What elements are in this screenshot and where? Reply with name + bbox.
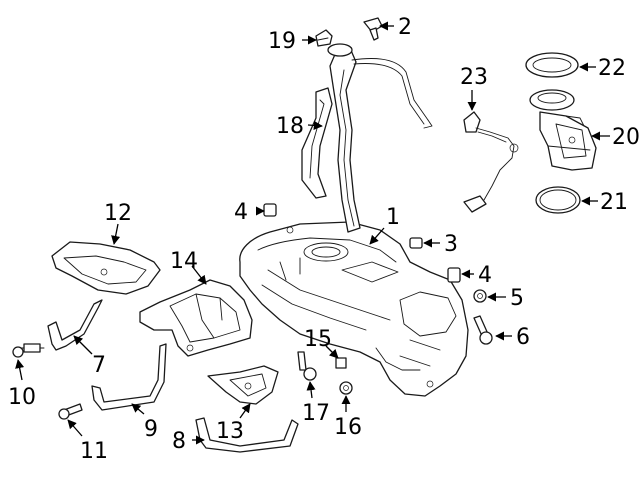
nut-part-5 [473,289,487,303]
fuel-pump-part [529,89,597,171]
callout-11: 11 [80,439,108,464]
callout-20: 20 [612,125,640,150]
callout-10: 10 [8,385,36,410]
lock-ring-part [525,52,579,78]
nut-part-16 [339,381,353,395]
callout-2: 2 [398,15,412,40]
callout-7: 7 [92,353,106,378]
bracket-part-13 [207,365,279,405]
heat-shield-part [51,241,161,295]
callout-3: 3 [444,232,458,257]
bolt-part-11 [58,403,83,420]
callout-17: 17 [302,401,330,426]
callout-4b: 4 [478,263,492,288]
gasket-part [535,186,581,214]
bolt-part-17 [297,351,317,381]
callout-5: 5 [510,286,524,311]
grommet-part-4b [447,267,461,283]
cap-part [315,29,333,47]
clip-part [363,17,383,41]
callout-18: 18 [276,114,304,139]
shield-part [301,87,333,199]
grommet-part-4a [263,203,277,217]
strap-part-8 [195,417,299,453]
callout-16: 16 [334,415,362,440]
callout-13: 13 [216,419,244,444]
callout-23: 23 [460,65,488,90]
callout-4a: 4 [234,200,248,225]
leader-lines [15,21,610,445]
filler-pipe-part [327,43,433,233]
strap-part-9 [91,343,167,411]
callout-1: 1 [386,205,400,230]
grommet-part-3 [409,237,423,249]
callout-21: 21 [600,190,628,215]
level-sensor-part [463,111,519,213]
bolt-part-10 [12,343,45,358]
callout-14: 14 [170,249,198,274]
callout-22: 22 [598,56,626,81]
callout-labels: 1 2 3 4 4 5 6 7 8 9 10 11 12 13 14 15 16… [8,15,640,464]
callout-9: 9 [144,417,158,442]
callout-12: 12 [104,201,132,226]
callout-8: 8 [172,429,186,454]
bolt-part-6 [473,315,493,345]
heat-shield-part-2 [139,279,253,357]
fuel-tank-part [239,221,469,397]
callout-15: 15 [304,327,332,352]
bracket-part [47,299,103,351]
callout-19: 19 [268,29,296,54]
nut-part-15 [335,357,347,369]
callout-6: 6 [516,325,530,350]
